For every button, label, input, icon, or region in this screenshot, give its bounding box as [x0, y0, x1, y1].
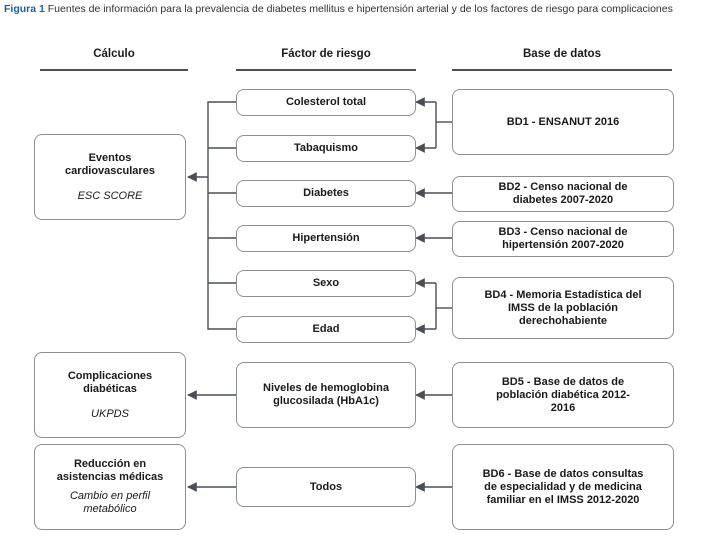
factor-diabetes-label: Diabetes	[303, 187, 349, 199]
figure-caption-text: Fuentes de información para la prevalenc…	[44, 3, 673, 15]
calc-reduccion-title: Reducción en asistencias médicas	[56, 458, 164, 483]
calc-reduccion-box: Reducción en asistencias médicas Cambio …	[34, 444, 186, 530]
calc-complicaciones-title: Complicaciones diabéticas	[67, 369, 153, 395]
base-bd2-label: BD2 - Censo nacional de diabetes 2007-20…	[498, 181, 628, 206]
calc-complicaciones-model: UKPDS	[91, 407, 129, 420]
base-bd5-label: BD5 - Base de datos de población diabéti…	[496, 375, 630, 414]
factor-sexo-label: Sexo	[312, 277, 340, 289]
factor-tabaquismo-box: Tabaquismo	[236, 135, 416, 162]
base-bd6-label: BD6 - Base de datos consultas de especia…	[482, 467, 644, 506]
base-bd1-box: BD1 - ENSANUT 2016	[452, 89, 674, 155]
base-bd5-box: BD5 - Base de datos de población diabéti…	[452, 362, 674, 428]
factor-hipertension-label: Hipertensión	[292, 232, 360, 244]
factor-edad-label: Edad	[312, 323, 340, 335]
base-bd2-box: BD2 - Censo nacional de diabetes 2007-20…	[452, 176, 674, 212]
calc-eventos-model: ESC SCORE	[77, 189, 143, 202]
base-bd4-label: BD4 - Memoria Estadística del IMSS de la…	[484, 288, 642, 327]
calc-eventos-title: Eventos cardiovasculares	[65, 151, 155, 177]
factor-hba1c-box: Niveles de hemoglobina glucosilada (HbA1…	[236, 362, 416, 428]
column-header-factor: Fáctor de riesgo	[281, 48, 371, 60]
calc-complicaciones-box: Complicaciones diabéticas UKPDS	[34, 352, 186, 438]
figure-caption: Figura 1 Fuentes de información para la …	[4, 3, 673, 15]
factor-diabetes-box: Diabetes	[236, 180, 416, 207]
base-bd1-label: BD1 - ENSANUT 2016	[506, 115, 620, 128]
column-rule-factor	[236, 69, 416, 71]
column-header-calculo: Cálculo	[93, 48, 135, 60]
factor-edad-box: Edad	[236, 316, 416, 343]
figure-label: Figura 1	[4, 3, 45, 15]
base-bd4-box: BD4 - Memoria Estadística del IMSS de la…	[452, 277, 674, 339]
factor-colesterol-box: Colesterol total	[236, 89, 416, 116]
factor-hba1c-label: Niveles de hemoglobina glucosilada (HbA1…	[263, 382, 389, 407]
base-bd3-label: BD3 - Censo nacional de hipertensión 200…	[498, 226, 628, 251]
bracket-factors-to-eventos	[207, 101, 236, 330]
base-bd3-box: BD3 - Censo nacional de hipertensión 200…	[452, 221, 674, 257]
calc-reduccion-model: Cambio en perfil metabólico	[69, 490, 151, 515]
factor-todos-box: Todos	[236, 467, 416, 507]
factor-tabaquismo-label: Tabaquismo	[294, 142, 358, 154]
base-bd6-box: BD6 - Base de datos consultas de especia…	[452, 444, 674, 530]
calc-eventos-box: Eventos cardiovasculares ESC SCORE	[34, 134, 186, 220]
factor-hipertension-box: Hipertensión	[236, 225, 416, 252]
factor-sexo-box: Sexo	[236, 270, 416, 297]
column-rule-base	[452, 69, 672, 71]
factor-todos-label: Todos	[309, 480, 343, 493]
factor-colesterol-label: Colesterol total	[285, 96, 367, 108]
column-header-base: Base de datos	[523, 48, 601, 60]
column-rule-calculo	[40, 69, 188, 71]
